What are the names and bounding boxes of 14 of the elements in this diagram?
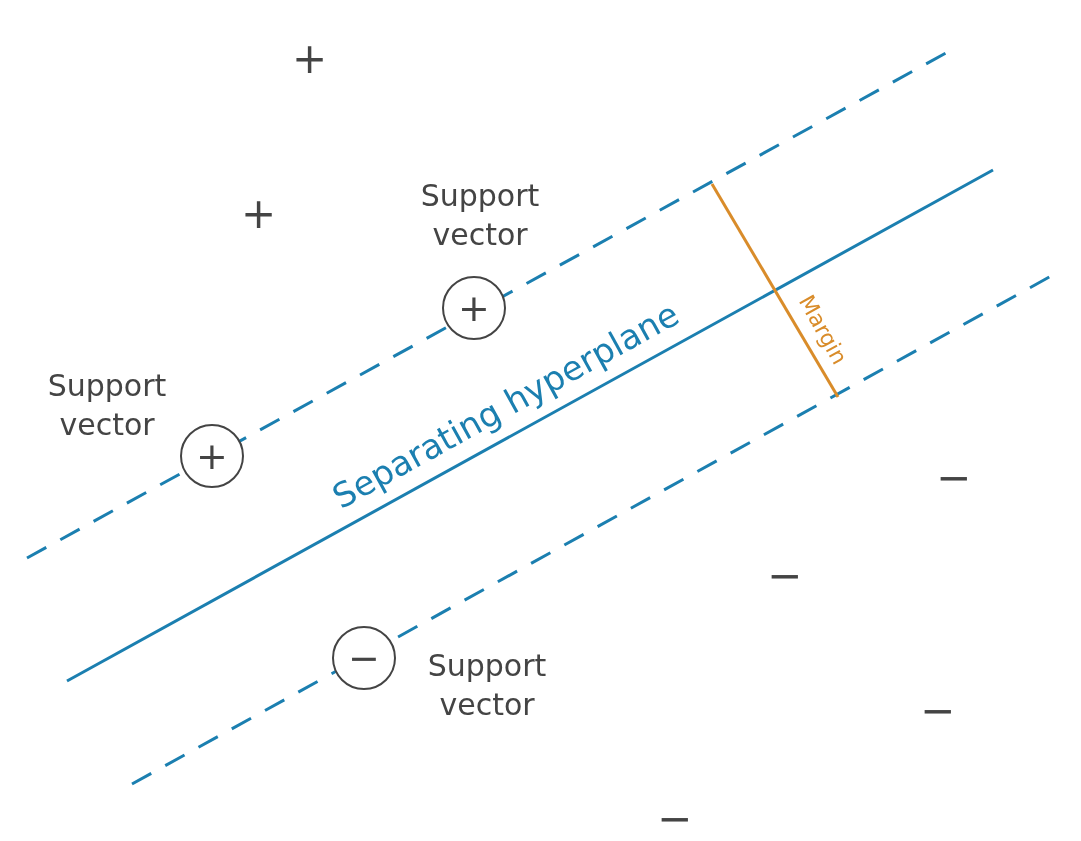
class-sign: + [458, 289, 490, 327]
node-caption: Support vector [426, 647, 548, 724]
class-sign: − [920, 690, 956, 732]
support-vector-circle [332, 626, 396, 690]
class-sign: − [657, 798, 693, 840]
node-caption: Support vector [46, 367, 168, 444]
support-vector-circle [180, 424, 244, 488]
node-caption: Support vector [419, 177, 541, 254]
class-sign: − [767, 555, 803, 597]
class-sign: − [936, 457, 972, 499]
class-sign: + [241, 193, 277, 235]
class-sign: + [292, 38, 328, 80]
class-sign: − [348, 639, 380, 677]
class-sign: + [196, 437, 228, 475]
